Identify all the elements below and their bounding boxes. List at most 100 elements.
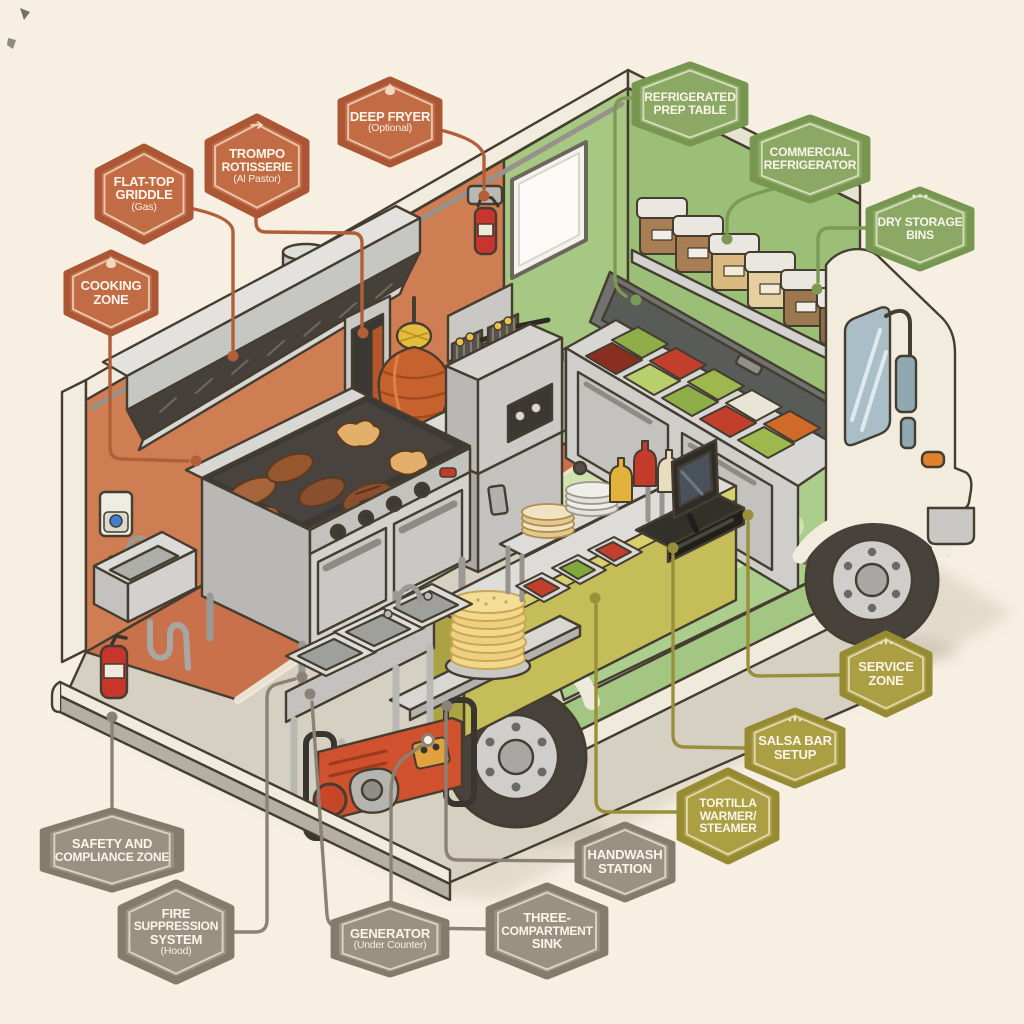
hex-shape: [749, 114, 871, 204]
badge-sublabel: (Hood): [160, 945, 192, 958]
plate-stack: [521, 503, 575, 539]
hex-shape: [330, 900, 450, 978]
leader-salsa-bar: [671, 553, 748, 750]
hex-shape: [337, 76, 443, 168]
soap-dispenser: [98, 490, 134, 538]
leader-service-zone: [746, 520, 844, 678]
badge-label: TORTILLA: [699, 796, 757, 811]
badge-label: FIRE: [161, 905, 191, 921]
leader-commercial-refrigerator: [725, 185, 784, 234]
badge-deep-fryer: DEEP FRYER(Optional): [337, 76, 443, 168]
hex-shape: [94, 143, 194, 245]
badge-label: COOKING: [80, 278, 142, 294]
badge-label: SERVICE: [858, 659, 914, 675]
spark-icon: [879, 637, 893, 645]
pos-terminal: [634, 438, 746, 564]
hex-shape: [676, 767, 780, 865]
dots-icon: [912, 194, 928, 198]
badge-label: SETUP: [773, 747, 817, 762]
badge-label: STEAMER: [699, 821, 757, 836]
badge-label: TROMPO: [229, 146, 285, 162]
badge-label: DEEP FRYER: [349, 108, 431, 124]
counter-rack: [498, 438, 746, 603]
badge-label: REFRIGERATOR: [763, 158, 857, 172]
hex-shape: [839, 630, 933, 718]
leader-tortilla-warmer: [594, 603, 682, 814]
badge-generator: GENERATOR(Under Counter): [330, 900, 450, 978]
fryer-control-panel: [506, 382, 554, 444]
badge-label: SAFETY AND: [71, 835, 153, 851]
leader-handwash: [444, 711, 578, 863]
badge-label: GRIDDLE: [115, 187, 173, 203]
badge-label: SALSA BAR: [758, 733, 832, 749]
badge-label: COMPLIANCE ZONE: [54, 849, 170, 864]
badge-label: FLAT-TOP: [113, 173, 175, 189]
badge-label: THREE-: [523, 910, 571, 926]
badge-label: COMMERCIAL: [769, 145, 851, 160]
artifact-mark: [20, 8, 30, 20]
badge-label: ZONE: [868, 673, 904, 688]
salsa-pans: [515, 536, 643, 603]
flat-top-griddle-range: [184, 386, 472, 692]
sink-faucet: [395, 584, 423, 609]
tortilla-stack: [444, 590, 532, 681]
hex-shape: [744, 707, 846, 789]
leader-prep-table: [613, 96, 638, 298]
oven-door: [316, 526, 388, 636]
hex-shape: [631, 61, 749, 147]
side-mirror-lower: [899, 416, 917, 450]
arrow-icon: [250, 121, 264, 129]
plate-stack: [565, 481, 619, 517]
badge-label: COMPARTMENT: [501, 923, 593, 938]
badge-label: PREP TABLE: [653, 103, 727, 117]
front-bumper: [926, 506, 976, 546]
hex-shape: [574, 821, 676, 903]
leader-dry-storage: [816, 226, 870, 284]
leader-deep-fryer: [434, 127, 486, 191]
badge-label: HANDWASH: [587, 847, 663, 863]
badge-label: BINS: [906, 228, 934, 242]
artifact-mark: [7, 38, 16, 49]
badge-label: SINK: [531, 936, 563, 952]
badge-sublabel: (Optional): [367, 122, 413, 135]
exhaust-hood: [101, 204, 422, 452]
badge-label: ZONE: [93, 292, 129, 307]
badge-label: SYSTEM: [149, 931, 203, 947]
leader-flat-top-griddle: [182, 205, 235, 351]
rear-wheel-area: [430, 564, 844, 829]
hex-shape: [39, 807, 185, 893]
hex-shape: [63, 249, 159, 337]
pineapple: [395, 321, 433, 351]
truck-cab: [792, 248, 976, 648]
badge-sublabel: (Al Pastor): [233, 172, 281, 185]
marker-lamp: [920, 450, 946, 469]
ingredient-pans: [585, 326, 821, 459]
range-knobs: [329, 481, 431, 541]
hex-shape: [204, 113, 310, 219]
leader-generator: [389, 744, 423, 908]
badge-label: REFRIGERATED: [644, 90, 736, 105]
hex-shape: [485, 882, 609, 980]
leader-cooking-zone: [108, 329, 190, 463]
badge-label: GENERATOR: [349, 925, 431, 941]
platform-rail: [50, 680, 452, 902]
badge-label: SUPPRESSION: [133, 919, 219, 934]
leader-trompo: [254, 209, 364, 329]
side-mirror: [894, 354, 918, 414]
leader-fire-suppression: [226, 677, 297, 934]
flame-icon: [106, 256, 116, 268]
menu-whiteboard: [510, 140, 588, 280]
